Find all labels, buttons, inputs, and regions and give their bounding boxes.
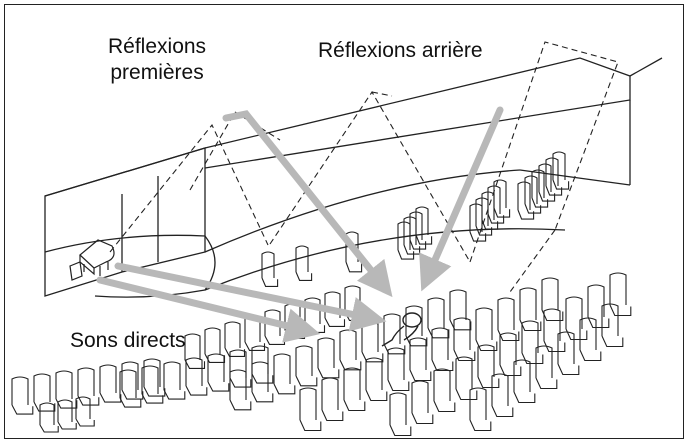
seat-row-icon [538,163,556,202]
grand-piano-icon [69,239,115,281]
seat-row-icon [565,296,588,341]
seat-row-icon [513,359,536,404]
seat-row-icon [453,317,476,362]
seat-row-icon [11,376,34,415]
seating-area [11,151,632,437]
seat-row-icon [365,357,388,402]
reflection-paths [109,41,619,293]
seat-row-icon [261,251,279,287]
seat-row-icon [405,305,428,347]
seat-row-icon [535,345,558,390]
seat-row-icon [207,353,230,392]
sound-arrows [96,106,504,343]
seat-row-icon [601,303,624,348]
seat-row-icon [99,364,122,403]
seat-row-icon [609,272,632,317]
seat-row-icon [204,327,226,363]
seat-row-icon [397,221,415,260]
seat-row-icon [251,345,274,384]
early-reflections-line1: Réflexions [108,35,207,58]
seat-row-icon [321,377,344,422]
seat-row-icon [587,284,610,329]
seat-row-icon [75,396,95,427]
early-reflections-label: Réflexions premières [108,34,206,86]
seat-row-icon [33,373,56,412]
rear-reflection-arrow [419,106,504,292]
seat-row-icon [119,369,142,408]
stage-box [44,147,216,298]
seat-row-icon [121,361,144,400]
seat-row-icon [543,308,566,353]
seat-row-icon [455,356,478,401]
seat-row-icon [475,307,498,352]
seat-row-icon [411,380,434,425]
seat-row-icon [55,370,78,409]
seat-row-icon [493,179,511,218]
seat-row-icon [521,320,544,365]
seat-row-icon [361,321,384,363]
seat-row-icon [433,368,456,413]
seat-row-icon [409,337,432,382]
seat-row-icon [184,333,206,369]
seat-row-icon [299,387,322,432]
seat-row-icon [531,169,549,208]
hall-walls [204,57,663,291]
seat-row-icon [431,327,454,372]
direct-sounds-label: Sons directs [70,329,186,352]
seat-row-icon [77,367,100,406]
seat-row-icon [427,297,450,339]
seat-row-icon [524,175,542,214]
seat-row-icon [477,344,500,389]
seat-row-icon [229,369,252,411]
seat-row-icon [339,329,362,371]
early-reflections-line2: premières [110,61,204,84]
seat-row-icon [317,337,340,379]
seat-row-icon [143,358,166,397]
seat-row-icon [224,321,246,357]
direct-sound-arrow-1 [114,262,387,332]
diagram-frame [4,4,684,439]
seat-row-icon [295,345,318,387]
seat-row-icon [552,151,570,190]
early-reflection-arrow [222,110,393,298]
seat-row-icon [545,157,563,196]
seat-row-icon [557,331,580,376]
seat-row-icon [141,365,164,404]
seat-row-icon [387,347,410,392]
seat-row-icon [499,332,522,377]
seat-row-icon [324,291,346,327]
seat-row-icon [39,402,59,433]
seat-row-icon [389,392,412,437]
seat-row-icon [185,357,208,396]
direct-sound-arrow-2 [96,276,321,343]
seat-row-icon [284,303,306,339]
seat-row-icon [449,289,472,331]
rear-reflections-label: Réflexions arrière [318,39,483,62]
seat-row-icon [273,353,296,395]
listener-icon [381,312,422,347]
seat-row-icon [415,206,433,245]
seat-row-icon [295,245,313,281]
seat-row-icon [251,361,274,403]
seat-row-icon [57,399,77,430]
seat-row-icon [469,387,492,432]
seat-row-icon [343,367,366,412]
seat-row-icon [229,349,252,388]
seat-row-icon [163,361,186,400]
seat-row-icon [517,181,535,220]
seat-row-icon [579,317,602,362]
seat-row-icon [491,373,514,418]
